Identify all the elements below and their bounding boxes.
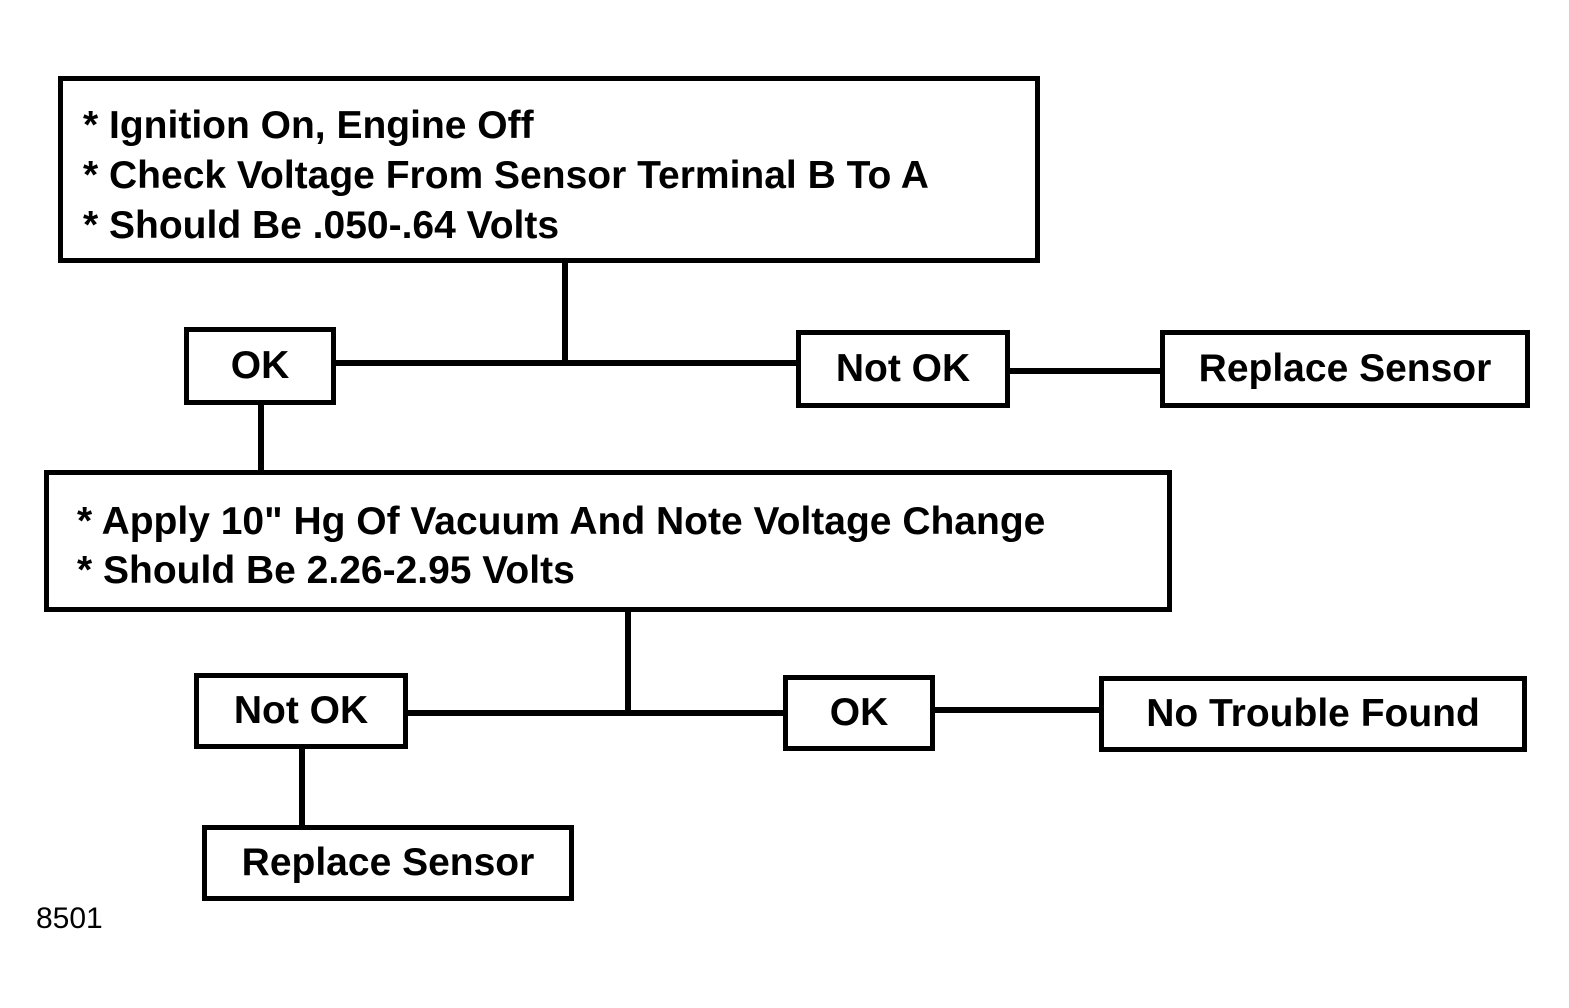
step2-box: * Apply 10" Hg Of Vacuum And Note Voltag…: [44, 470, 1172, 612]
step2-ok-box: OK: [783, 675, 935, 751]
connector-notok-to-replace-2: [299, 744, 305, 830]
step1-line: * Check Voltage From Sensor Terminal B T…: [83, 154, 929, 197]
replace-sensor-box-2: Replace Sensor: [202, 825, 574, 901]
figure-id: 8501: [36, 902, 103, 935]
step2-not-ok-label: Not OK: [233, 689, 369, 732]
step1-ok-label: OK: [230, 344, 290, 387]
connector-notok-to-replace-1: [1006, 368, 1164, 374]
replace-sensor-label-2: Replace Sensor: [241, 841, 535, 884]
connector-step1-down: [562, 260, 568, 366]
step1-not-ok-box: Not OK: [796, 330, 1010, 408]
connector-step2-down: [625, 608, 631, 716]
step2-ok-label: OK: [829, 691, 889, 734]
step2-not-ok-box: Not OK: [194, 673, 408, 749]
connector-step1-horizontal: [333, 360, 800, 366]
connector-step2-horizontal: [404, 710, 788, 716]
connector-ok-to-no-trouble: [930, 707, 1103, 713]
no-trouble-found-label: No Trouble Found: [1146, 692, 1480, 735]
connector-ok-to-step2: [258, 402, 264, 473]
replace-sensor-label-1: Replace Sensor: [1198, 347, 1492, 390]
step2-line: * Apply 10" Hg Of Vacuum And Note Voltag…: [77, 500, 1046, 543]
step1-ok-box: OK: [184, 327, 336, 405]
step1-box: * Ignition On, Engine Off * Check Voltag…: [58, 76, 1040, 263]
replace-sensor-box-1: Replace Sensor: [1160, 330, 1530, 408]
step2-line: * Should Be 2.26-2.95 Volts: [77, 549, 575, 592]
no-trouble-found-box: No Trouble Found: [1099, 676, 1527, 752]
step1-line: * Should Be .050-.64 Volts: [83, 204, 560, 247]
step1-line: * Ignition On, Engine Off: [83, 104, 534, 147]
step1-not-ok-label: Not OK: [835, 347, 971, 390]
